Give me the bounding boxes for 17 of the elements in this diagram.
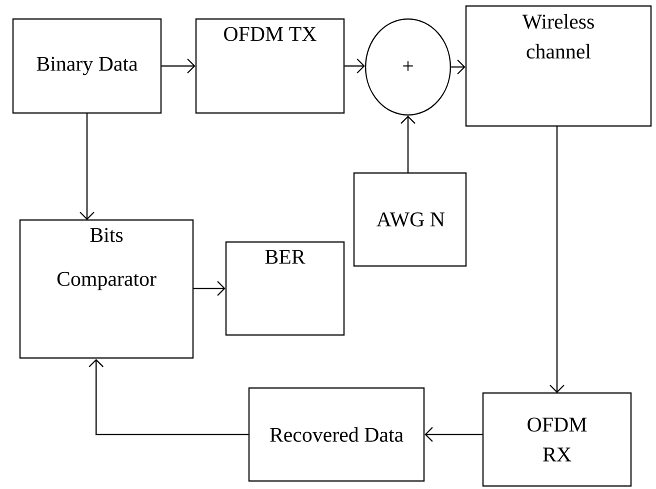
process-box: AWG N [353,172,467,267]
arrow [162,58,196,74]
arrow [424,427,482,442]
process-box: BER [225,241,345,336]
summing-junction: + [364,18,452,116]
arrow [80,112,94,220]
arrow [550,126,564,393]
arrow [344,58,365,74]
process-box: Recovered Data [248,387,425,482]
process-box: Wireless channel [465,5,652,127]
process-box: Binary Data [12,18,162,114]
arrow [88,358,248,436]
process-box: Bits Comparator [19,219,194,359]
process-box: OFDM TX [195,18,345,114]
arrow [400,116,416,173]
arrow [194,281,226,296]
process-box: OFDM RX [482,392,632,487]
